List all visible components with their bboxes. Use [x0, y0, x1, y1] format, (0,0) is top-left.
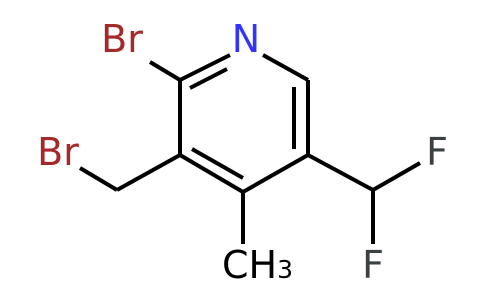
bond-ch2-br — [78, 166, 119, 192]
bond-c3-c4-inner — [191, 147, 244, 180]
fluorine-lower-label: F — [362, 243, 384, 287]
bond-n1-c2 — [179, 53, 231, 82]
fluorine-upper-label: F — [426, 130, 448, 174]
methyl-ch-text: CH — [222, 243, 277, 287]
bond-c3-c4 — [178, 153, 245, 194]
bond-c4-c5 — [242, 153, 309, 194]
nitrogen-label: N — [232, 17, 260, 61]
methyl-subscript: 3 — [277, 255, 293, 284]
bond-c3-ch2 — [116, 153, 181, 192]
methyl-label: CH3 — [222, 243, 293, 287]
bond-c2-br — [148, 60, 182, 82]
bond-layer — [78, 53, 421, 244]
ring-bromine-label: Br — [101, 17, 143, 61]
bond-c6-n1 — [262, 53, 309, 82]
bond-c5-chf2 — [307, 153, 374, 192]
bond-chf2-f-upper — [372, 161, 421, 192]
side-bromine-label: Br — [37, 130, 79, 174]
bond-n1-c2-inner — [189, 67, 228, 90]
